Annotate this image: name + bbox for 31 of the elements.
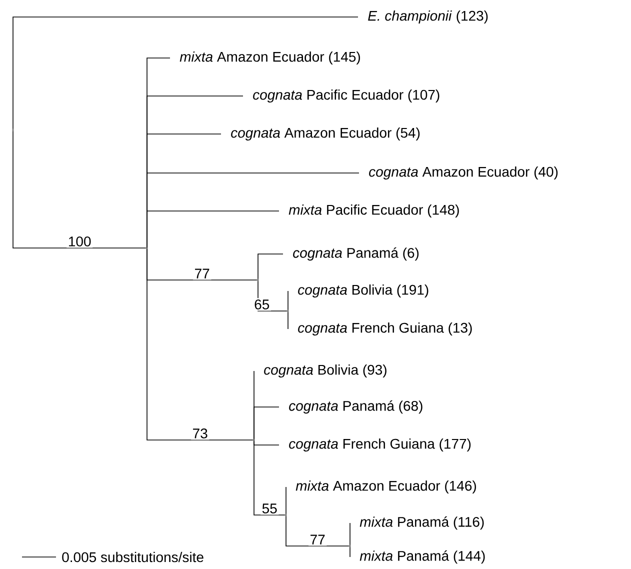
taxon-label: cognata Pacific Ecuador (107) [253, 89, 440, 103]
tree-branch [12, 130, 147, 248]
taxon-label: cognata Amazon Ecuador (54) [231, 127, 420, 141]
tree-branch [286, 515, 350, 546]
tree-branch [12, 16, 358, 130]
tree-branch [254, 440, 286, 516]
tree-branch [146, 210, 280, 248]
taxon-label: mixta Panamá (116) [360, 516, 484, 530]
taxon-label: mixta Amazon Ecuador (145) [180, 51, 360, 65]
taxon-label: mixta Panamá (144) [360, 550, 485, 564]
bootstrap-value: 100 [66, 235, 93, 248]
taxon-label: cognata Panamá (6) [293, 247, 419, 261]
taxon-label: E. championii (123) [368, 10, 488, 24]
taxon-label: mixta Pacific Ecuador (148) [288, 204, 459, 218]
taxon-label: cognata Bolivia (191) [298, 284, 428, 298]
taxon-label: cognata Bolivia (93) [264, 364, 386, 378]
taxon-label: cognata Amazon Ecuador (40) [369, 166, 558, 180]
tree-branch [258, 280, 288, 312]
tree-branch [146, 248, 254, 440]
bootstrap-value: 77 [192, 267, 212, 280]
bootstrap-value: 73 [190, 427, 210, 440]
taxon-label: cognata Panamá (68) [289, 400, 422, 414]
tree-branch [258, 254, 284, 280]
bootstrap-value: 55 [260, 502, 279, 515]
tree-branch [254, 406, 280, 440]
scale-label: 0.005 substitutions/site [62, 552, 204, 562]
taxon-label: mixta Amazon Ecuador (146) [296, 480, 476, 494]
bootstrap-value: 77 [308, 533, 327, 546]
taxon-label: cognata French Guiana (177) [289, 438, 471, 452]
bootstrap-value: 65 [252, 298, 271, 311]
taxon-label: cognata French Guiana (13) [298, 322, 472, 336]
